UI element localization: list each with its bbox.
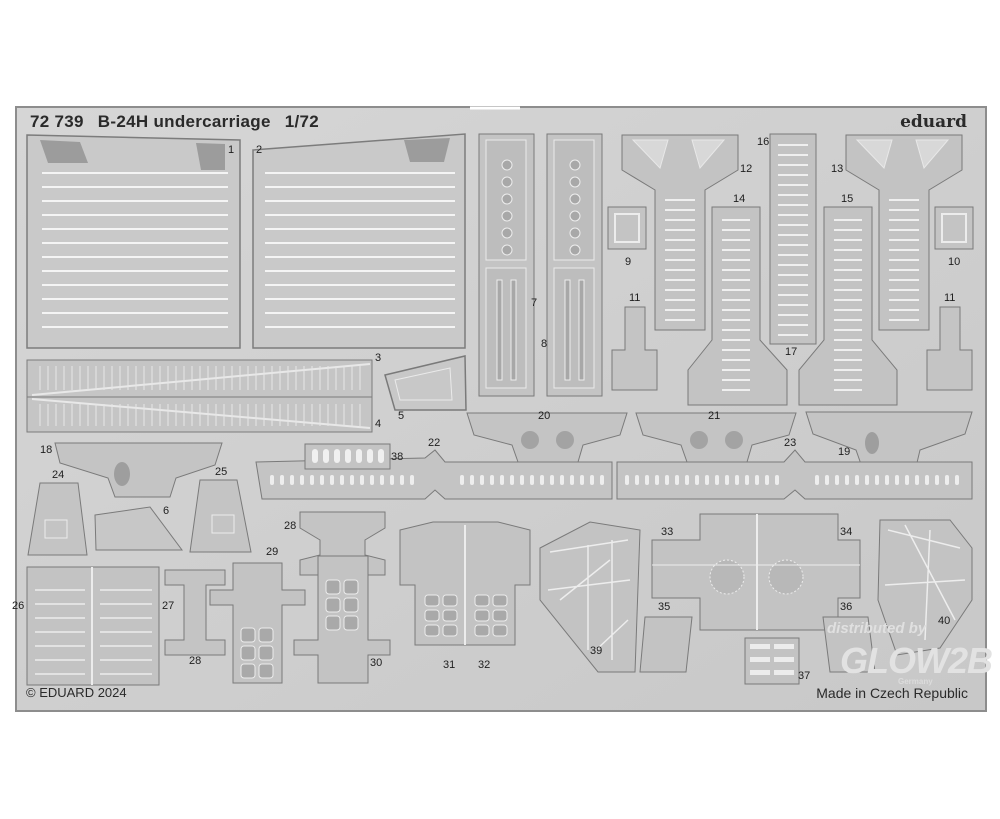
part-31-32-cutouts (424, 594, 508, 637)
part-number-label: 7 (531, 297, 538, 309)
part-number-label: 14 (733, 193, 746, 205)
bay-rungs (665, 144, 919, 391)
part-number-label: 28 (189, 655, 202, 667)
part-number-label: 17 (785, 346, 798, 358)
distributor-watermark-line3: Germany (898, 677, 933, 686)
part-37-slots (750, 644, 794, 675)
part-number-label: 1 (228, 144, 235, 156)
part-29 (209, 562, 306, 684)
part-26 (26, 566, 160, 686)
part-number-label: 16 (757, 136, 770, 148)
part-2-door (252, 133, 466, 349)
column-holes (496, 159, 585, 381)
part-11-right (926, 306, 973, 391)
part-39 (539, 521, 641, 673)
part-35 (639, 616, 693, 673)
part-number-label: 31 (443, 659, 456, 671)
part-6 (94, 506, 183, 551)
part-5 (384, 355, 467, 411)
part-18 (54, 442, 223, 498)
eduard-logo: eduard (900, 112, 967, 132)
part-number-label: 28 (284, 520, 297, 532)
part-13 (845, 134, 963, 331)
part-number-label: 27 (162, 600, 175, 612)
part-40 (877, 519, 973, 656)
distributor-watermark-line1: distributed by (827, 620, 927, 637)
part-number-label: 8 (541, 338, 548, 350)
part-number-label: 3 (375, 352, 382, 364)
part-number-label: 15 (841, 193, 854, 205)
part-number-label: 39 (590, 645, 603, 657)
part-number-label: 12 (740, 163, 753, 175)
origin-text: Made in Czech Republic (816, 685, 968, 701)
part-number-label: 32 (478, 659, 491, 671)
part-number-label: 33 (661, 526, 674, 538)
part-number-label: 5 (398, 410, 405, 422)
part-number-label: 11 (944, 292, 956, 304)
part-number-label: 30 (370, 657, 383, 669)
part-number-label: 18 (40, 444, 53, 456)
door-louvres (42, 172, 455, 328)
part-number-label: 36 (840, 601, 853, 613)
part-number-label: 10 (948, 256, 961, 268)
part-number-label: 21 (708, 410, 721, 422)
part-23-strip (616, 449, 973, 500)
product-code: 72 739 (30, 112, 84, 131)
part-number-label: 35 (658, 601, 671, 613)
part-number-label: 23 (784, 437, 797, 449)
part-38-tabs (312, 449, 384, 463)
part-number-label: 29 (266, 546, 279, 558)
part-24 (27, 482, 88, 556)
part-number-label: 13 (831, 163, 844, 175)
part-number-label: 24 (52, 469, 65, 481)
part-number-label: 6 (163, 505, 170, 517)
product-scale: 1/72 (284, 112, 320, 131)
part-number-label: 22 (428, 437, 441, 449)
distributor-watermark-logo: GLOW2B (840, 640, 993, 681)
part-number-label: 25 (215, 466, 228, 478)
part-number-label: 9 (625, 256, 632, 268)
part-15 (798, 206, 898, 406)
part-26-panels (35, 589, 152, 675)
part-25 (189, 479, 252, 553)
part-1-door (26, 134, 241, 349)
part-number-label: 20 (538, 410, 551, 422)
part-number-label: 38 (391, 451, 404, 463)
product-name: B-24H undercarriage (97, 112, 271, 131)
part-7-column (478, 133, 535, 397)
part-number-label: 26 (12, 600, 25, 612)
copyright-text: © EDUARD 2024 (26, 685, 127, 700)
part-number-label: 19 (838, 446, 851, 458)
part-number-label: 34 (840, 526, 853, 538)
part-number-label: 4 (375, 418, 382, 430)
part-number-label: 11 (629, 292, 641, 304)
part-number-label: 40 (938, 615, 951, 627)
strip-ribs (39, 366, 361, 426)
part-29-30-cutouts (240, 579, 359, 679)
part-30 (293, 555, 391, 684)
part-number-label: 37 (798, 670, 811, 682)
part-16-17 (769, 133, 817, 345)
part-12 (621, 134, 739, 331)
part-8-column (546, 133, 603, 397)
part-36 (822, 616, 876, 673)
part-14 (687, 206, 788, 406)
strip-slots (270, 475, 959, 485)
part-21 (635, 412, 797, 463)
part-11-left (611, 306, 658, 391)
fret-title: 72 739 B-24H undercarriage 1/72 (30, 112, 333, 132)
part-27-28 (164, 569, 226, 656)
part-number-label: 2 (256, 144, 263, 156)
